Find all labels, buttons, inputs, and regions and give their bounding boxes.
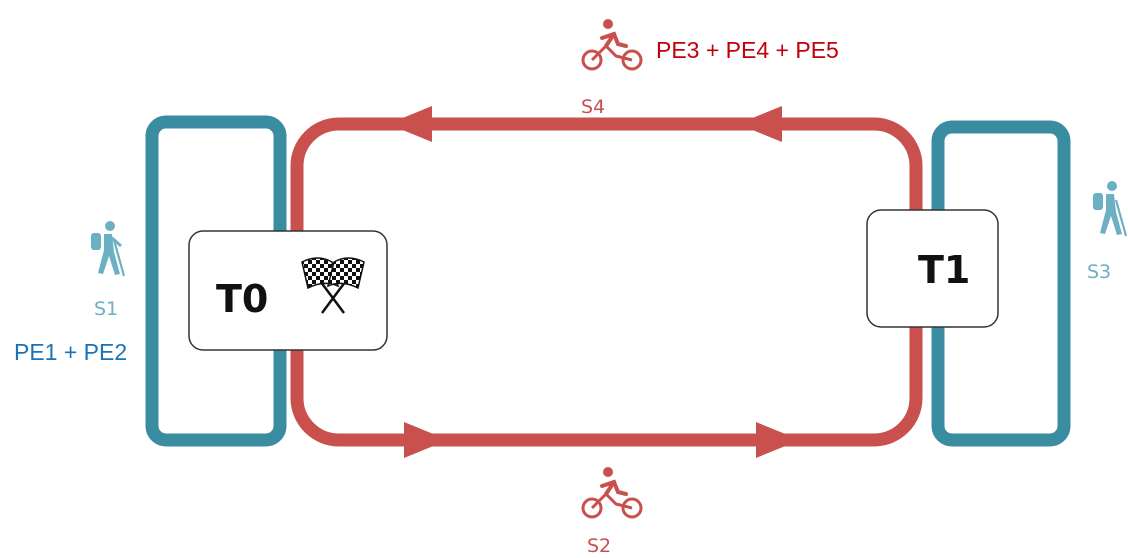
segment-label-s1: S1: [94, 298, 118, 320]
transition-t1: T1: [866, 209, 999, 328]
segment-label-s3: S3: [1087, 261, 1111, 283]
transition-t0-label: T0: [216, 277, 268, 321]
arrow-top-right: [738, 106, 782, 142]
hiker-icon: [91, 221, 126, 277]
arrow-bottom-right: [756, 422, 800, 458]
cyclist-icon: [581, 19, 643, 71]
transition-t0: T0: [188, 230, 388, 351]
cyclist-icon: [581, 467, 643, 519]
hiker-icon: [1093, 181, 1128, 237]
cycling-loop: [290, 117, 923, 447]
transition-t1-label: T1: [918, 248, 970, 292]
checkered-flags-icon: [301, 257, 365, 314]
segment-label-s2: S2: [587, 535, 611, 557]
arrow-top-left: [388, 106, 432, 142]
stage-label-left: PE1 + PE2: [14, 339, 127, 365]
arrow-bottom-left: [404, 422, 448, 458]
segment-label-s4: S4: [581, 96, 605, 118]
stage-label-top: PE3 + PE4 + PE5: [656, 37, 839, 63]
transition-t1-box: [866, 209, 999, 328]
